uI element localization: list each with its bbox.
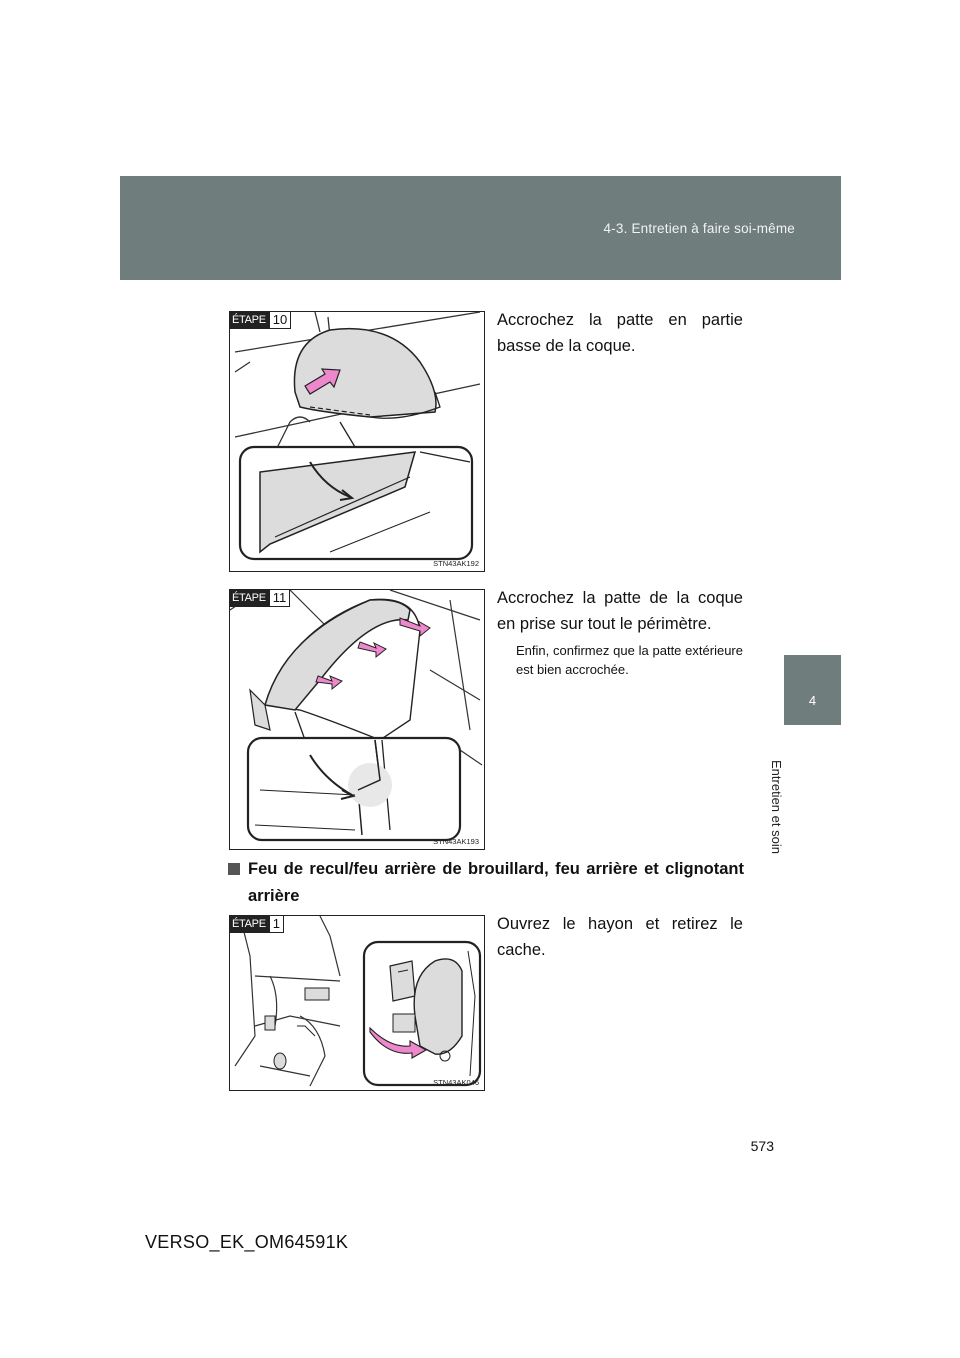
chapter-label: Entretien et soin — [769, 760, 784, 854]
page-number: 573 — [750, 1138, 774, 1154]
step-badge-number: 11 — [268, 590, 291, 607]
step-11-note: Enfin, confirmez que la patte extérieure… — [516, 643, 743, 677]
step-badge-word: ÉTAPE — [230, 312, 269, 329]
header-band: 4-3. Entretien à faire soi-même — [120, 176, 841, 280]
step-10-instruction: Accrochez la patte en partie basse de la… — [497, 311, 743, 355]
mirror-hook-perimeter-drawing — [230, 590, 483, 842]
step-1-illustration: ÉTAPE 1 STN43AK046 — [229, 915, 485, 1091]
figure-code: STN43AK193 — [433, 837, 479, 846]
step-11-illustration: ÉTAPE 11 STN43AK193 — [229, 589, 485, 850]
mirror-hook-lower-drawing — [234, 312, 481, 561]
figure-code: STN43AK046 — [433, 1078, 479, 1087]
section-subheading: Feu de recul/feu arrière de brouillard, … — [228, 856, 744, 910]
step-badge-number: 10 — [268, 312, 292, 329]
step-badge: ÉTAPE 1 — [230, 916, 284, 933]
square-bullet-icon — [228, 863, 240, 875]
tailgate-cover-drawing — [234, 916, 482, 1087]
step-badge: ÉTAPE 11 — [230, 590, 291, 607]
step-badge-number: 1 — [268, 916, 284, 933]
step-1-instruction: Ouvrez le hayon et retirez le cache. — [497, 915, 743, 959]
step-badge: ÉTAPE 10 — [230, 312, 292, 329]
figure-code: STN43AK192 — [433, 559, 479, 568]
step-badge-word: ÉTAPE — [230, 916, 269, 933]
section-title: 4-3. Entretien à faire soi-même — [603, 221, 795, 236]
chapter-tab: 4 — [784, 655, 841, 725]
chapter-number: 4 — [808, 693, 817, 708]
document-code: VERSO_EK_OM64591K — [145, 1232, 349, 1252]
step-10-illustration: ÉTAPE 10 STN43AK192 — [229, 311, 485, 572]
step-badge-word: ÉTAPE — [230, 590, 269, 607]
subheading-text: Feu de recul/feu arrière de brouillard, … — [248, 860, 744, 905]
step-11-instruction: Accrochez la patte de la coque en prise … — [497, 589, 743, 633]
